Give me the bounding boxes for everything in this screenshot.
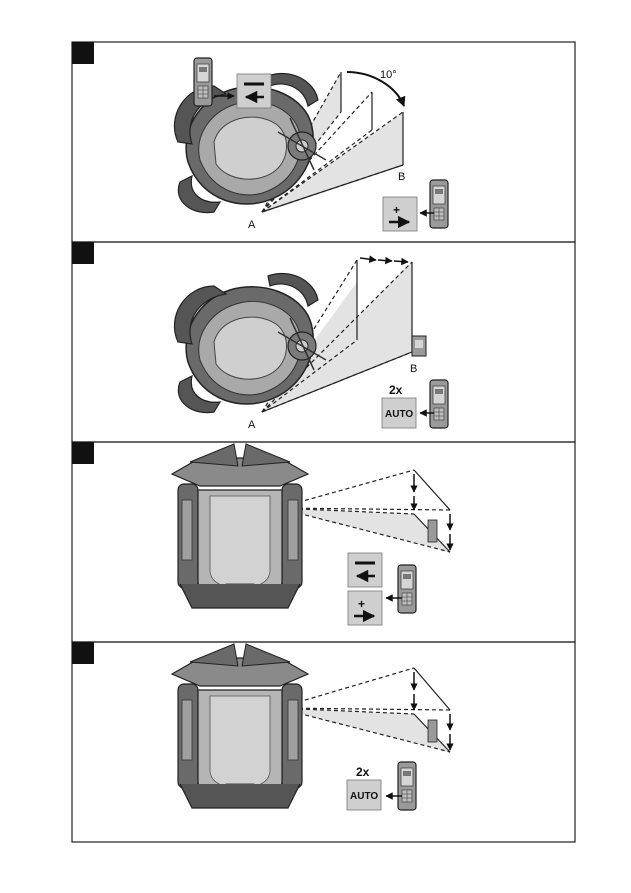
auto-label: AUTO <box>350 791 378 802</box>
point-b-label: B <box>410 363 417 375</box>
point-b-label: B <box>398 171 405 183</box>
plus-symbol: + <box>393 203 400 217</box>
rotating-laser-icon <box>172 444 308 608</box>
arrow-right-icon <box>394 261 408 262</box>
receiver-icon <box>430 380 448 428</box>
panel-frame <box>72 42 575 242</box>
auto-label: AUTO <box>385 409 413 420</box>
panel-frame <box>72 442 575 642</box>
receiver-on-target-icon <box>428 520 437 542</box>
target-line <box>414 668 450 710</box>
panel-2: A B 2x AUTO <box>72 242 575 442</box>
minus-button-icon: − <box>237 64 271 108</box>
receiver-on-target-icon <box>412 336 426 356</box>
panel-3: − + <box>72 442 575 642</box>
panel-1: 10° A B − + <box>72 42 575 242</box>
repeat-count-label: 2x <box>389 383 403 397</box>
receiver-icon <box>398 565 416 613</box>
point-a-label: A <box>248 219 256 231</box>
receiver-on-target-icon <box>428 720 437 742</box>
panel-4: 2x AUTO <box>72 642 575 842</box>
panel-number-badge <box>72 242 94 264</box>
arrow-right-icon <box>360 258 376 260</box>
receiver-icon <box>398 762 416 810</box>
angle-label: 10° <box>380 69 397 81</box>
point-a-label: A <box>248 419 256 431</box>
panel-frame <box>72 642 575 842</box>
panel-number-badge <box>72 642 94 664</box>
panel-number-badge <box>72 42 94 64</box>
panel-number-badge <box>72 442 94 464</box>
plus-button-icon: + <box>348 591 382 625</box>
auto-button-icon: AUTO <box>382 398 416 428</box>
arrow-right-icon <box>378 260 392 261</box>
plus-button-icon: + <box>383 197 417 231</box>
repeat-count-label: 2x <box>356 765 370 779</box>
plus-symbol: + <box>358 597 365 611</box>
minus-button-icon: − <box>348 543 382 587</box>
auto-button-icon: AUTO <box>347 780 381 810</box>
rotating-laser-icon <box>172 644 308 808</box>
receiver-icon <box>194 58 212 106</box>
target-line <box>414 470 450 510</box>
receiver-icon <box>430 180 448 228</box>
